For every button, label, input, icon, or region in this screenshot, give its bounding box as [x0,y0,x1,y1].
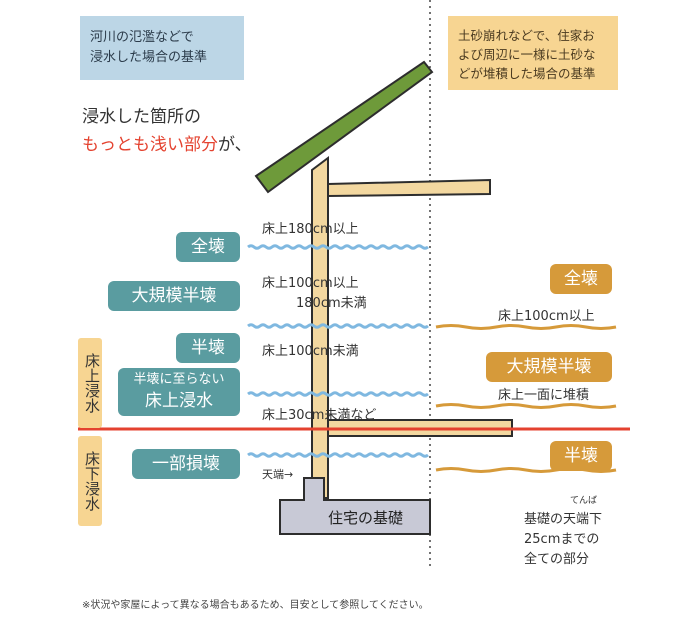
intro-highlight: もっとも浅い部分 [82,135,218,155]
ceiling-beam [327,178,491,198]
threshold-180-under: 180cm未満 [296,296,367,311]
tag-above-floor: 床上浸水 [78,338,102,428]
landslide-desc-line-2: 25cmまでの [524,532,600,547]
intro-line-1: 浸水した箇所の [82,107,201,127]
landslide-desc-line-3: 全ての部分 [524,552,590,567]
below-half-line-2: 床上浸水 [145,391,213,411]
flood-category-below-half: 半壊に至らない 床上浸水 [118,368,240,416]
landslide-category-large-half: 大規模半壊 [486,352,612,382]
landslide-category-total-loss: 全壊 [550,264,612,294]
below-half-line-1: 半壊に至らない [133,372,225,387]
threshold-30-under: 床上30cm未満など [262,408,377,423]
wall-post [311,156,329,499]
landslide-desc-layer: 床上一面に堆積 [498,388,590,403]
landslide-category-half: 半壊 [550,441,612,471]
threshold-100-over: 床上100cm以上 [262,276,359,291]
water-level-line [247,323,429,329]
tag-below-floor: 床下浸水 [78,436,102,526]
flood-category-partial: 一部損壊 [132,449,240,479]
intro-tail: が、 [218,135,252,155]
roof [254,60,434,194]
water-level-line [247,452,429,458]
water-level-line [247,391,429,397]
foundation-block [279,477,431,535]
ruby-tenba: てんば [570,496,598,506]
water-level-line [247,244,429,250]
sediment-level-line [435,324,617,330]
water-level-lines [247,244,429,458]
sediment-level-line [435,403,617,409]
flood-category-total-loss: 全壊 [176,232,240,262]
landslide-criteria-box: 土砂崩れなどで、住家お よび周辺に一様に土砂な どが堆積した場合の基準 [448,16,618,90]
flood-category-half: 半壊 [176,333,240,363]
landslide-desc-line-1: 基礎の天端下 [524,512,603,527]
tendan-label: 天端→ [262,468,294,481]
flood-criteria-box: 河川の氾濫などで 浸水した場合の基準 [80,16,244,80]
footnote: ※状況や家屋によって異なる場合もあるため、目安として参照してください。 [82,600,429,611]
foundation-label: 住宅の基礎 [328,509,404,527]
intro-line-2: もっとも浅い部分が、 [82,130,252,155]
threshold-180: 床上180cm以上 [262,222,359,237]
threshold-100-under: 床上100cm未満 [262,344,359,359]
flood-category-large-half: 大規模半壊 [108,281,240,311]
landslide-desc-100: 床上100cm以上 [498,309,595,324]
